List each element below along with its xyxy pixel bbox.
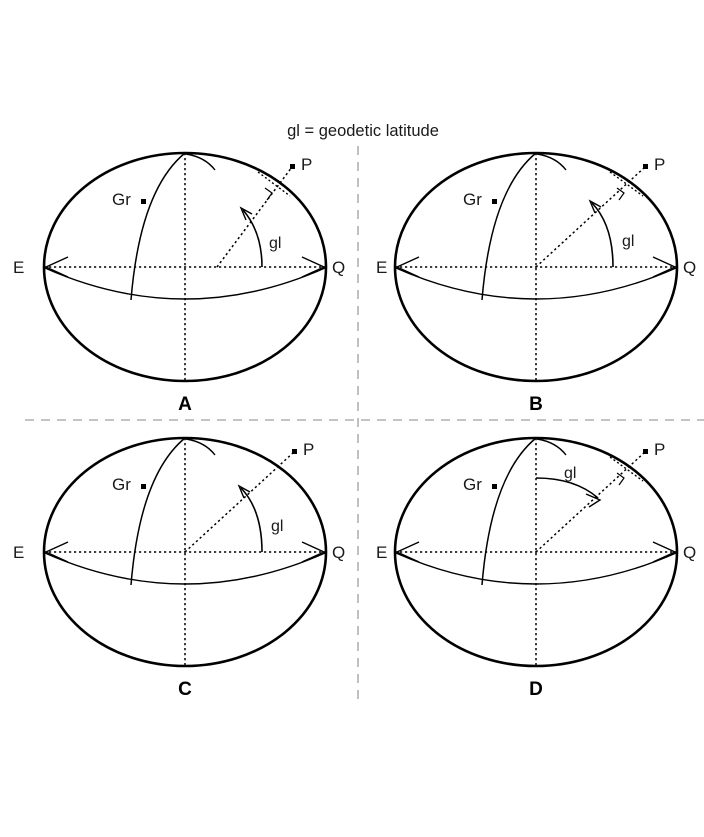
equator-arrow-east-b — [652, 256, 677, 278]
angle-arc-a — [242, 209, 263, 268]
label-e-b: E — [376, 258, 387, 277]
pole-arc-b — [536, 153, 567, 171]
label-gr-b: Gr — [463, 190, 482, 209]
label-gr-c: Gr — [112, 475, 131, 494]
label-gl-a: gl — [269, 235, 281, 252]
panel-c: Gr P gl E Q C — [13, 436, 345, 700]
label-q-b: Q — [683, 258, 696, 277]
normal-ray-a — [216, 166, 293, 268]
label-p-b: P — [654, 155, 665, 174]
right-angle-marker-a — [264, 187, 273, 201]
label-q-c: Q — [332, 543, 345, 562]
greenwich-marker-a — [141, 199, 146, 204]
equator-arrow-west-b — [395, 256, 420, 278]
panel-letter-b: B — [529, 394, 543, 415]
panel-letter-d: D — [529, 679, 543, 700]
equator-arrow-west-c — [44, 541, 69, 563]
label-e-d: E — [376, 543, 387, 562]
angle-arrow-b — [588, 199, 602, 214]
equator-front-arc-a — [44, 267, 326, 300]
label-p-c: P — [303, 440, 314, 459]
point-p-marker-b — [643, 164, 648, 169]
equator-front-arc-b — [395, 267, 677, 300]
panel-letter-c: C — [178, 679, 192, 700]
equator-arrow-east-a — [301, 256, 326, 278]
label-gr-a: Gr — [112, 190, 131, 209]
point-p-marker-a — [290, 164, 295, 169]
angle-arc-d — [535, 477, 599, 499]
greenwich-marker-d — [492, 484, 497, 489]
right-angle-marker-b — [616, 187, 625, 201]
angle-arrow-d — [585, 493, 602, 508]
greenwich-marker-c — [141, 484, 146, 489]
equator-arrow-west-a — [44, 256, 69, 278]
greenwich-meridian-b — [481, 152, 537, 301]
greenwich-marker-b — [492, 199, 497, 204]
angle-arrow-a — [239, 206, 253, 221]
panel-d: Gr P gl E Q D — [376, 436, 696, 700]
label-gl-c: gl — [271, 518, 283, 535]
angle-arc-b — [591, 202, 614, 268]
equator-front-arc-c — [44, 552, 326, 585]
panel-a: Gr P gl E Q A — [13, 151, 345, 415]
panel-b: Gr P gl E Q B — [376, 151, 696, 415]
pole-arc-d — [536, 438, 567, 456]
point-p-marker-c — [292, 449, 297, 454]
label-e-a: E — [13, 258, 24, 277]
right-angle-marker-d — [616, 472, 625, 486]
greenwich-meridian-d — [481, 437, 537, 586]
figure-title: gl = geodetic latitude — [287, 122, 439, 140]
equator-arrow-west-d — [395, 541, 420, 563]
angle-arrow-c — [237, 484, 251, 499]
label-q-a: Q — [332, 258, 345, 277]
label-p-d: P — [654, 440, 665, 459]
panel-letter-a: A — [178, 394, 192, 415]
point-p-marker-d — [643, 449, 648, 454]
greenwich-meridian-c — [130, 437, 186, 586]
greenwich-meridian-a — [130, 152, 186, 301]
label-p-a: P — [301, 155, 312, 174]
label-gl-b: gl — [622, 233, 634, 250]
label-gr-d: Gr — [463, 475, 482, 494]
angle-arc-c — [240, 487, 263, 553]
equator-arrow-east-c — [301, 541, 326, 563]
pole-arc-c — [185, 438, 216, 456]
label-e-c: E — [13, 543, 24, 562]
label-q-d: Q — [683, 543, 696, 562]
equator-arrow-east-d — [652, 541, 677, 563]
equator-front-arc-d — [395, 552, 677, 585]
pole-arc-a — [185, 153, 216, 171]
label-gl-d: gl — [564, 465, 576, 482]
